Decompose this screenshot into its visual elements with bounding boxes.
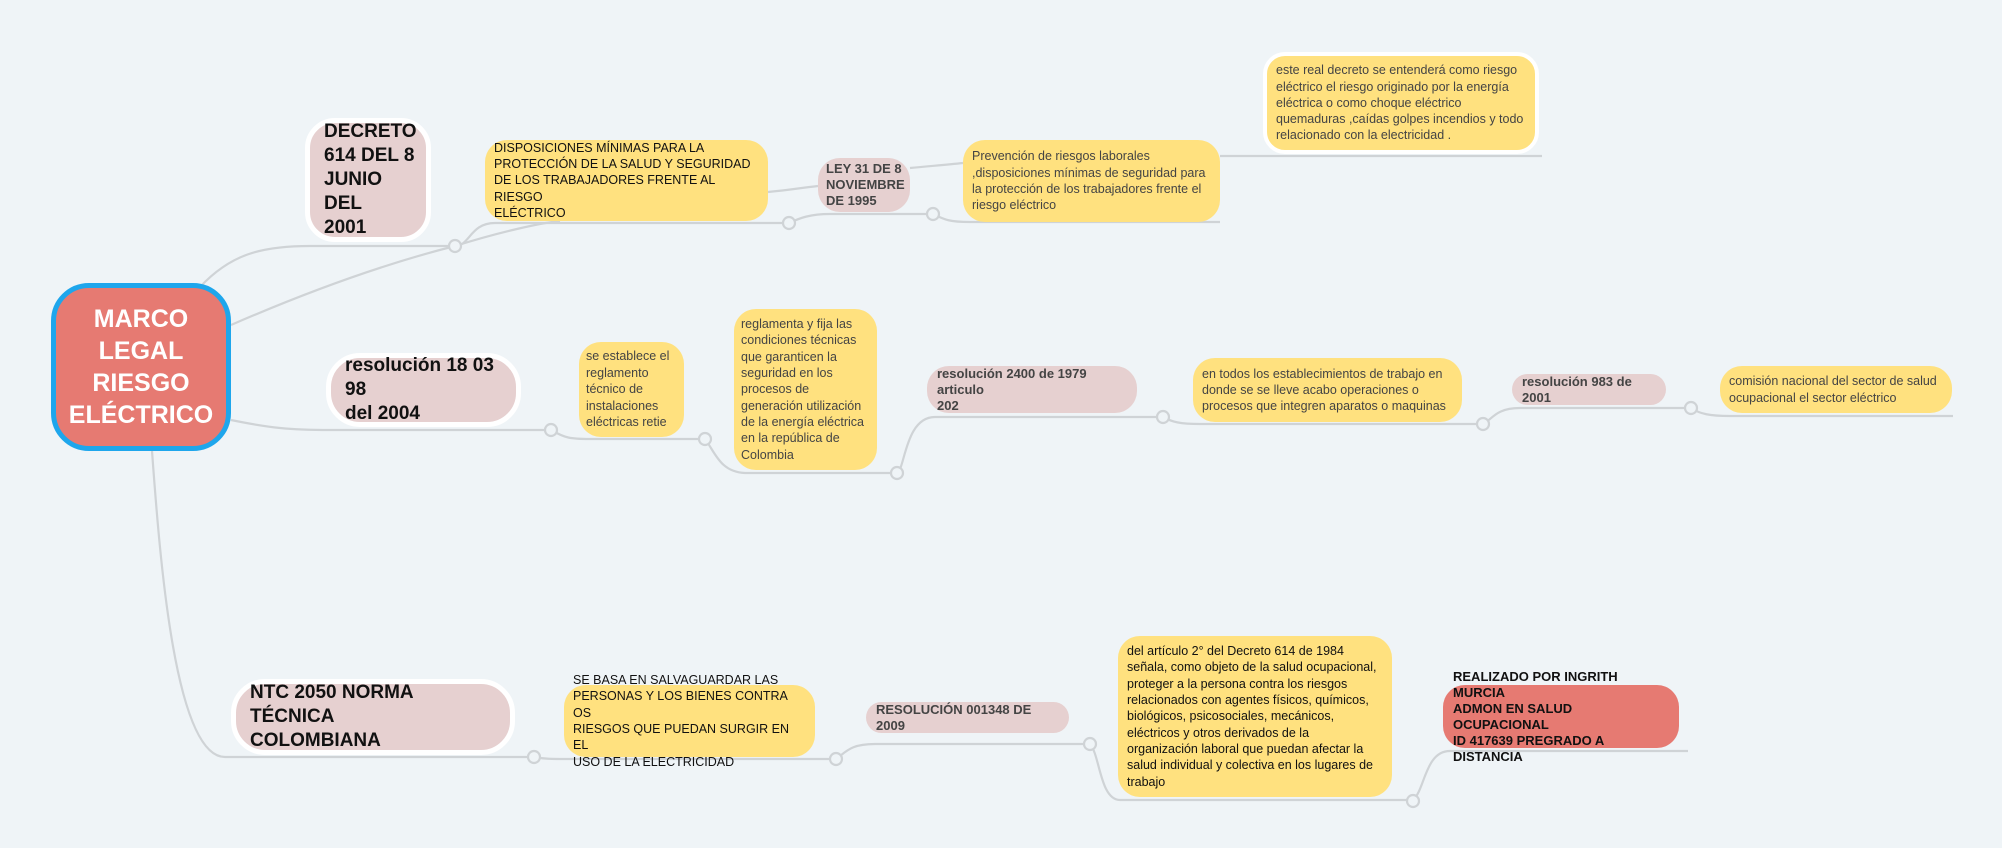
topic-resolucion-180398[interactable]: resolución 18 03 98 del 2004	[326, 353, 521, 427]
topic-label: DECRETO 614 DEL 8 JUNIO DEL 2001	[324, 121, 417, 238]
note-retie[interactable]: se establece el reglamento técnico de in…	[579, 342, 684, 437]
note-text: reglamenta y fija las condiciones técnic…	[741, 317, 864, 462]
note-text: del artículo 2° del Decreto 614 de 1984 …	[1127, 644, 1377, 789]
note-text: este real decreto se entenderá como ries…	[1276, 63, 1524, 143]
junction-dot	[828, 751, 844, 767]
junction-dot	[1475, 416, 1491, 432]
note-text: SE BASA EN SALVAGUARDAR LAS PERSONAS Y L…	[573, 673, 790, 769]
junction-dot	[1082, 736, 1098, 752]
note-text: en todos los establecimientos de trabajo…	[1202, 366, 1446, 414]
junction-dot	[925, 206, 941, 222]
junction-dot	[781, 215, 797, 231]
junction-dot	[697, 431, 713, 447]
topic-label: NTC 2050 NORMA TÉCNICA COLOMBIANA	[250, 682, 413, 751]
note-text: se establece el reglamento técnico de in…	[586, 349, 670, 430]
subtopic-resolucion-983[interactable]: resolución 983 de 2001	[1512, 374, 1666, 405]
credit-text: REALIZADO POR INGRITH MURCIA ADMON EN SA…	[1453, 668, 1618, 764]
note-salvaguardar[interactable]: SE BASA EN SALVAGUARDAR LAS PERSONAS Y L…	[564, 673, 815, 769]
junction-dot	[1683, 400, 1699, 416]
junction-dot	[889, 465, 905, 481]
junction-dot	[1405, 793, 1421, 809]
junction-dot	[543, 422, 559, 438]
note-text: DISPOSICIONES MÍNIMAS PARA LA PROTECCIÓN…	[494, 140, 751, 220]
subtopic-label: RESOLUCIÓN 001348 DE 2009	[876, 701, 1032, 733]
note-disposiciones-minimas[interactable]: DISPOSICIONES MÍNIMAS PARA LA PROTECCIÓN…	[485, 140, 768, 221]
note-comision-nacional[interactable]: comisión nacional del sector de salud oc…	[1720, 366, 1952, 413]
subtopic-resolucion-2400[interactable]: resolución 2400 de 1979 articulo 202	[927, 366, 1137, 413]
topic-decreto-614[interactable]: DECRETO 614 DEL 8 JUNIO DEL 2001	[305, 118, 431, 242]
note-text: Prevención de riesgos laborales ,disposi…	[972, 149, 1206, 213]
subtopic-label: resolución 2400 de 1979 articulo 202	[937, 365, 1087, 413]
topic-label: resolución 18 03 98 del 2004	[345, 355, 494, 424]
subtopic-label: LEY 31 DE 8 NOVIEMBRE DE 1995	[826, 161, 905, 208]
topic-ntc-2050[interactable]: NTC 2050 NORMA TÉCNICA COLOMBIANA	[231, 679, 515, 755]
note-establecimientos[interactable]: en todos los establecimientos de trabajo…	[1193, 358, 1462, 422]
note-reglamenta[interactable]: reglamenta y fija las condiciones técnic…	[734, 309, 877, 470]
note-text: comisión nacional del sector de salud oc…	[1729, 374, 1937, 405]
subtopic-ley-31[interactable]: LEY 31 DE 8 NOVIEMBRE DE 1995	[818, 158, 910, 212]
credit-realizado-por[interactable]: REALIZADO POR INGRITH MURCIA ADMON EN SA…	[1443, 669, 1679, 764]
note-articulo-2[interactable]: del artículo 2° del Decreto 614 de 1984 …	[1118, 636, 1392, 797]
junction-dot	[1155, 409, 1171, 425]
junction-dot	[447, 238, 463, 254]
note-real-decreto[interactable]: este real decreto se entenderá como ries…	[1263, 52, 1539, 154]
central-topic-label: MARCO LEGAL RIESGO ELÉCTRICO	[68, 305, 214, 429]
subtopic-resolucion-001348[interactable]: RESOLUCIÓN 001348 DE 2009	[866, 702, 1069, 733]
note-prevencion-riesgos[interactable]: Prevención de riesgos laborales ,disposi…	[963, 140, 1220, 222]
junction-dot	[526, 749, 542, 765]
subtopic-label: resolución 983 de 2001	[1522, 373, 1632, 405]
central-topic[interactable]: MARCO LEGAL RIESGO ELÉCTRICO	[51, 283, 231, 451]
